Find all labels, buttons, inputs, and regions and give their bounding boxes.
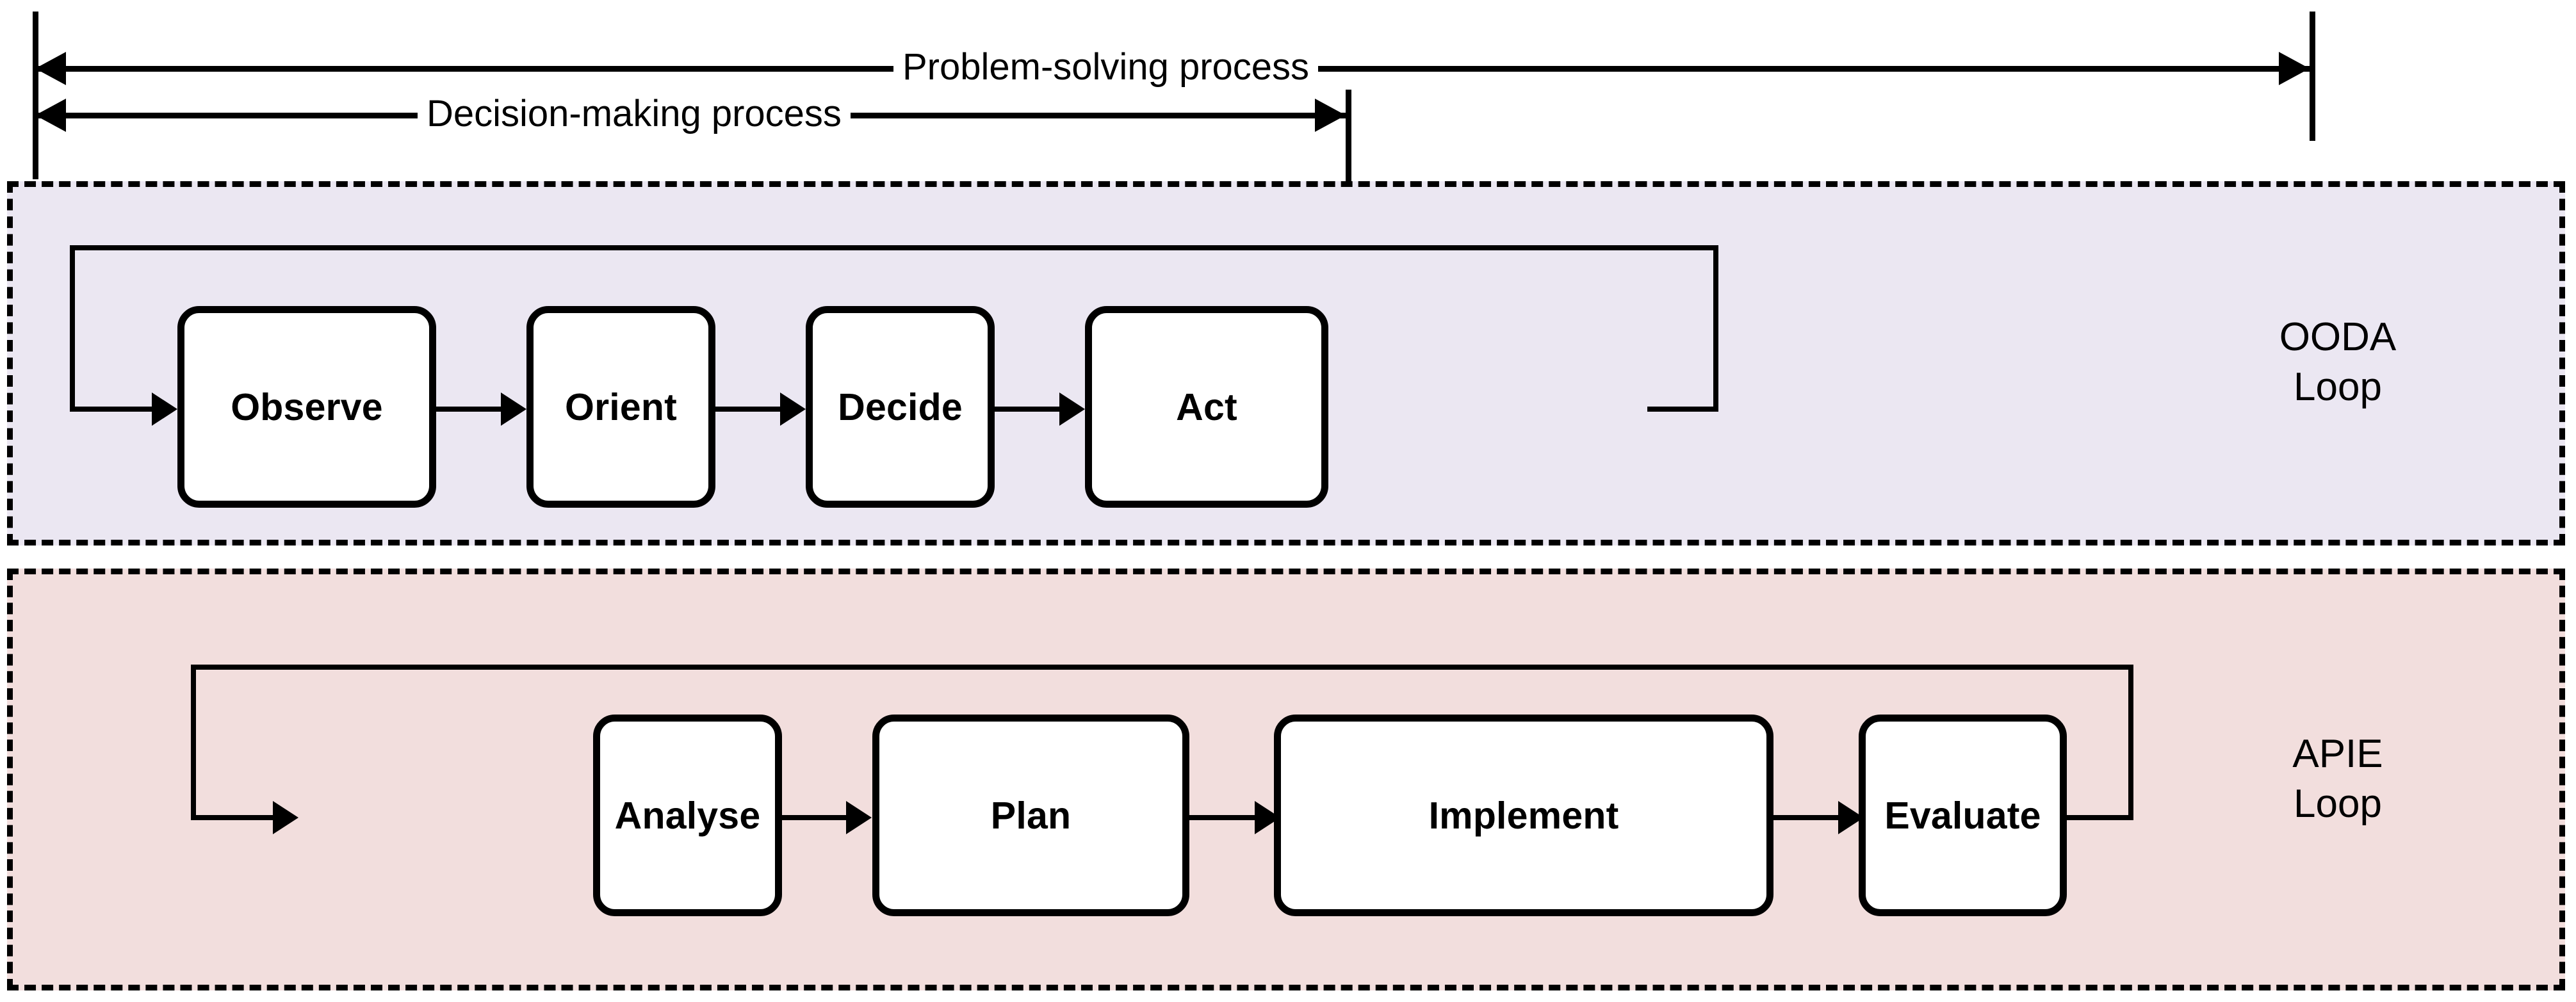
ooda-step-act[interactable]: Act [1085,306,1328,508]
apie-connector-analyse-plan [780,815,847,820]
span-decision-making-right-tick [1346,90,1351,184]
ooda-feedback-bottom-right-segment [1647,407,1718,412]
ooda-feedback-right-segment [1713,245,1718,412]
span-problem-solving-left-arrowhead [35,52,66,85]
apie-step-plan-label: Plan [990,794,1072,837]
apie-feedback-arrowhead [273,801,298,834]
apie-step-evaluate[interactable]: Evaluate [1859,715,2067,916]
apie-feedback-right-segment [2128,665,2133,820]
ooda-step-observe[interactable]: Observe [177,306,436,508]
ooda-arrowhead-decide-act [1059,392,1085,426]
apie-step-implement[interactable]: Implement [1274,715,1773,916]
panel-apie-loop: Analyse Plan Implement Evaluate APIE Loo… [7,569,2565,990]
panel-apie-label: APIE Loop [2203,729,2472,829]
apie-feedback-top-segment [191,665,2133,670]
apie-step-evaluate-label: Evaluate [1884,794,2041,837]
ooda-connector-observe-orient [435,407,501,412]
span-decision-making-label: Decision-making process [418,95,851,133]
span-problem-solving-label: Problem-solving process [893,49,1319,86]
ooda-step-observe-label: Observe [231,385,383,428]
ooda-step-act-label: Act [1176,385,1237,428]
span-decision-making-left-tick [33,90,38,179]
apie-feedback-bottom-right-segment [2066,815,2133,820]
apie-step-implement-label: Implement [1428,794,1619,837]
ooda-feedback-arrowhead [152,392,177,426]
apie-feedback-bottom-left-segment [191,815,274,820]
span-problem-solving-right-arrowhead [2279,52,2310,85]
panel-ooda-label-line1: OODA [2279,315,2397,359]
panel-apie-label-line1: APIE [2292,732,2383,776]
ooda-feedback-left-segment [70,245,75,412]
ooda-step-orient-label: Orient [565,385,677,428]
span-problem-solving-left-tick [33,12,38,141]
panel-ooda-loop: Observe Orient Decide Act OODA Loop [7,181,2565,545]
apie-step-plan[interactable]: Plan [872,715,1189,916]
apie-feedback-left-segment [191,665,196,820]
ooda-feedback-bottom-left-segment [70,407,153,412]
ooda-step-decide-label: Decide [838,385,963,428]
apie-connector-plan-implement [1189,815,1255,820]
apie-step-analyse-label: Analyse [614,794,761,837]
ooda-arrowhead-observe-orient [501,392,526,426]
panel-apie-label-line2: Loop [2294,782,2382,826]
apie-connector-implement-evaluate [1772,815,1839,820]
span-problem-solving-right-tick [2310,12,2315,141]
apie-arrowhead-analyse-plan [846,801,872,834]
panel-ooda-label: OODA Loop [2203,312,2472,412]
panel-ooda-label-line2: Loop [2294,365,2382,409]
ooda-arrowhead-orient-decide [780,392,806,426]
ooda-step-decide[interactable]: Decide [806,306,995,508]
ooda-step-orient[interactable]: Orient [526,306,715,508]
ooda-connector-orient-decide [714,407,781,412]
span-decision-making-left-arrowhead [35,99,66,132]
apie-step-analyse[interactable]: Analyse [593,715,782,916]
span-decision-making-right-arrowhead [1315,99,1346,132]
ooda-connector-decide-act [993,407,1060,412]
ooda-feedback-top-segment [70,245,1718,250]
